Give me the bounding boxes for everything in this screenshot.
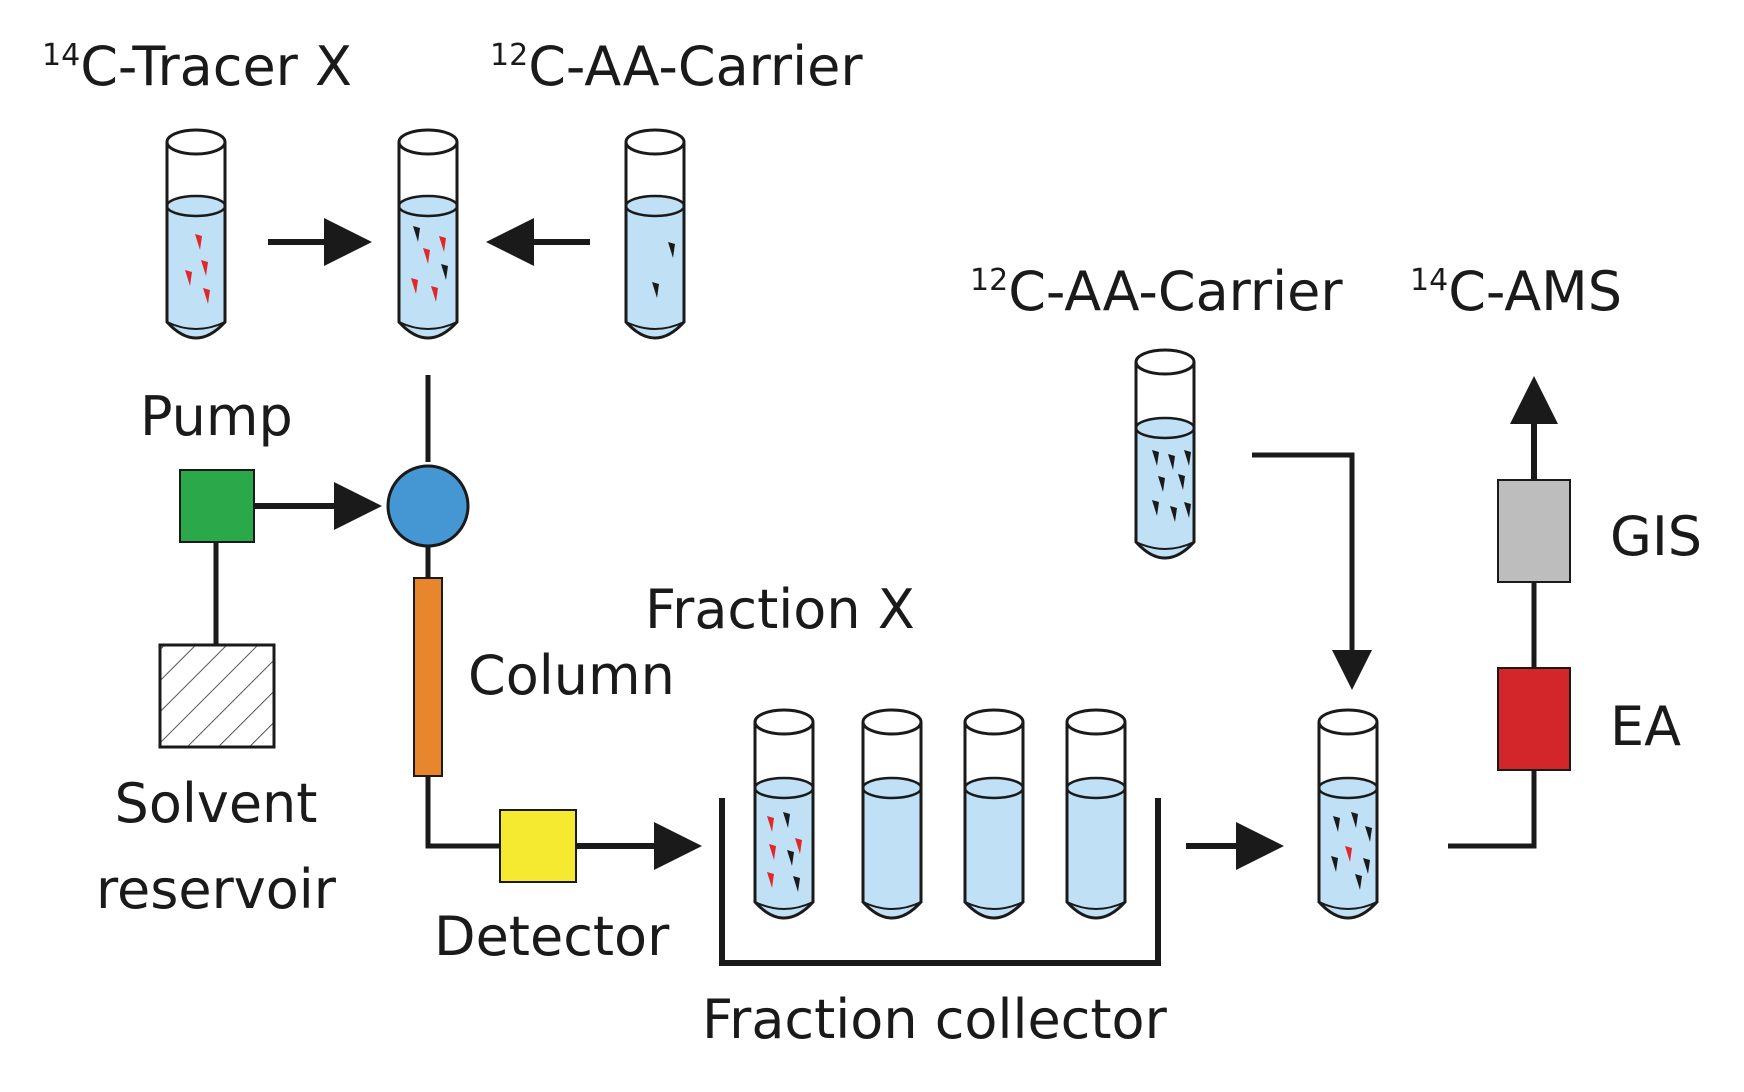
detector-icon xyxy=(499,809,577,883)
carrier-right-label: 12C-AA-Carrier xyxy=(970,260,1343,323)
carrier-top-label: 12C-AA-Carrier xyxy=(490,35,863,98)
fraction-tube-2-icon xyxy=(861,708,923,920)
fraction-tube-3-icon xyxy=(963,708,1025,920)
carrier-top-tube-icon xyxy=(624,128,686,340)
detector-label: Detector xyxy=(434,905,670,968)
sample-to-ea-line xyxy=(1448,770,1537,849)
fraction-tube-4-icon xyxy=(1065,708,1127,920)
carrier-to-sample-arrow xyxy=(1252,452,1372,690)
fraction-collector-label: Fraction collector xyxy=(702,988,1168,1051)
gis-label: GIS xyxy=(1610,505,1702,568)
fraction-x-tube-icon xyxy=(753,708,815,920)
reservoir-label: reservoir xyxy=(96,858,337,921)
fraction-collector-tray xyxy=(719,798,1161,966)
ams-label: 14C-AMS xyxy=(1410,260,1622,323)
column-label: Column xyxy=(468,644,675,707)
column-icon xyxy=(413,577,443,777)
tracer-label: 14C-Tracer X xyxy=(42,35,352,98)
solvent-reservoir-icon xyxy=(158,643,276,749)
injector-valve-icon xyxy=(386,464,470,548)
gis-icon xyxy=(1497,479,1571,583)
ea-label: EA xyxy=(1610,695,1681,758)
pump-label: Pump xyxy=(140,385,293,448)
tube-group xyxy=(165,128,1379,920)
column-to-detector-line xyxy=(425,776,500,849)
carrier-right-tube-icon xyxy=(1134,348,1196,560)
pump-icon xyxy=(179,469,255,543)
solvent-label: Solvent xyxy=(115,772,318,835)
tracer-tube-icon xyxy=(165,128,227,340)
ams-sample-tube-icon xyxy=(1317,708,1379,920)
ea-icon xyxy=(1497,667,1571,771)
fraction-x-label: Fraction X xyxy=(645,578,915,641)
mix-tube-icon xyxy=(397,128,459,340)
